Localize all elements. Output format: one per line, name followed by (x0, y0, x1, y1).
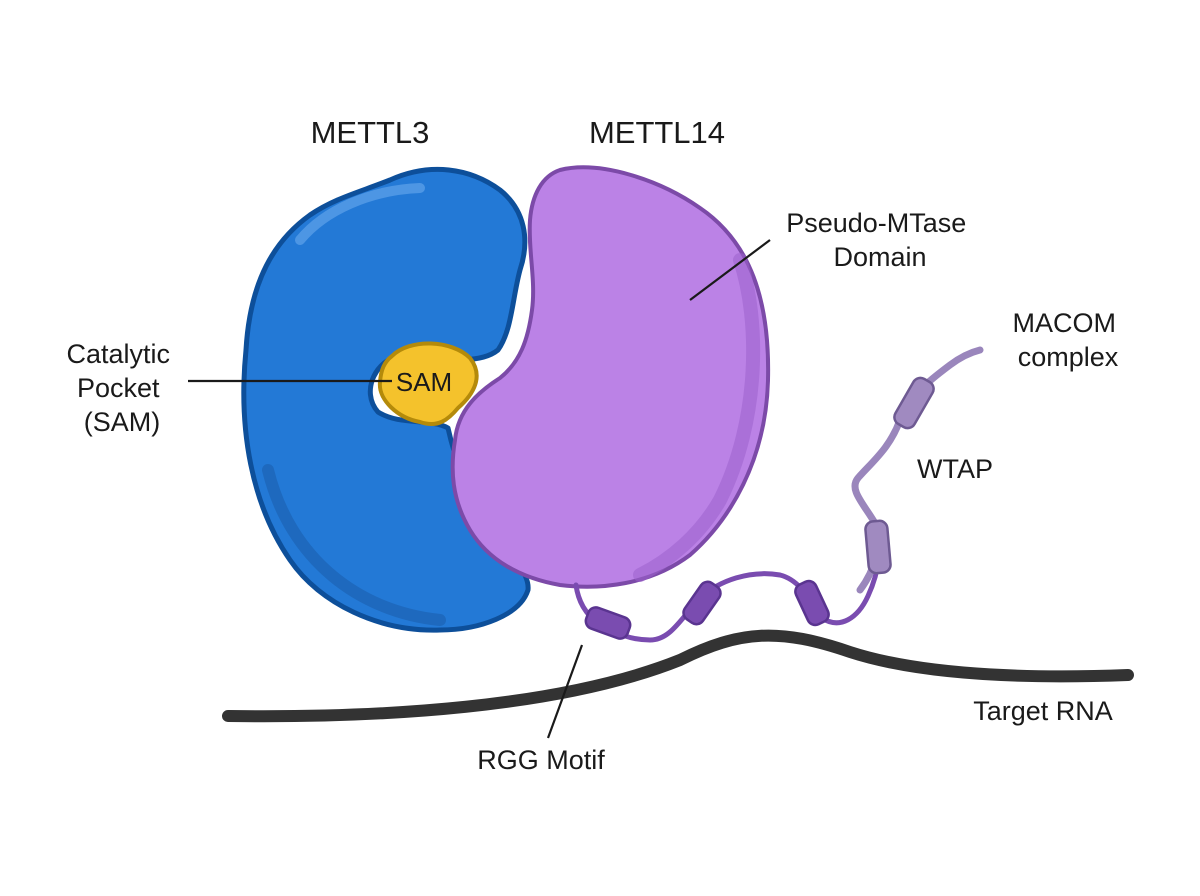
rgg-motif-leader (546, 644, 584, 739)
pseudo-mtase-leader (689, 239, 771, 301)
catalytic-pocket-line-2: Pocket (77, 373, 160, 403)
mettl3-protein (241, 166, 531, 633)
macom-line-1: MACOM (1012, 308, 1116, 338)
wtap-label: WTAP (917, 454, 993, 484)
sam-molecule: SAM (377, 341, 479, 427)
wtap-segment-1 (864, 519, 892, 575)
mettl14-label: METTL14 (589, 115, 725, 150)
target-rna-strand (222, 629, 1134, 723)
mettl3-shadow (262, 464, 446, 626)
mettl14-protein (450, 165, 771, 589)
rgg-wtap-linker (573, 346, 984, 643)
rgg-segment-3 (794, 579, 830, 627)
catalytic-pocket-line-1: Catalytic (66, 339, 170, 369)
mettl3-label: METTL3 (311, 115, 430, 150)
macom-line-2: complex (1018, 342, 1119, 372)
pseudo-mtase-line-2: Domain (833, 242, 926, 272)
pseudo-mtase-line-1: Pseudo-MTase (786, 208, 966, 238)
target-rna-label: Target RNA (973, 696, 1113, 726)
catalytic-pocket-line-3: (SAM) (84, 407, 161, 437)
macom-label: MACOM complex (1012, 308, 1123, 372)
rgg-motif-label: RGG Motif (477, 745, 605, 775)
pseudo-mtase-label: Pseudo-MTase Domain (786, 208, 974, 272)
sam-label: SAM (396, 367, 452, 397)
mettl14-shadow (633, 253, 761, 582)
rgg-segment-1 (584, 606, 632, 640)
wtap-segment-2 (893, 376, 935, 430)
mettl3-highlight (295, 183, 425, 245)
catalytic-pocket-label: Catalytic Pocket (SAM) (66, 339, 177, 437)
rgg-segment-2 (682, 580, 722, 626)
